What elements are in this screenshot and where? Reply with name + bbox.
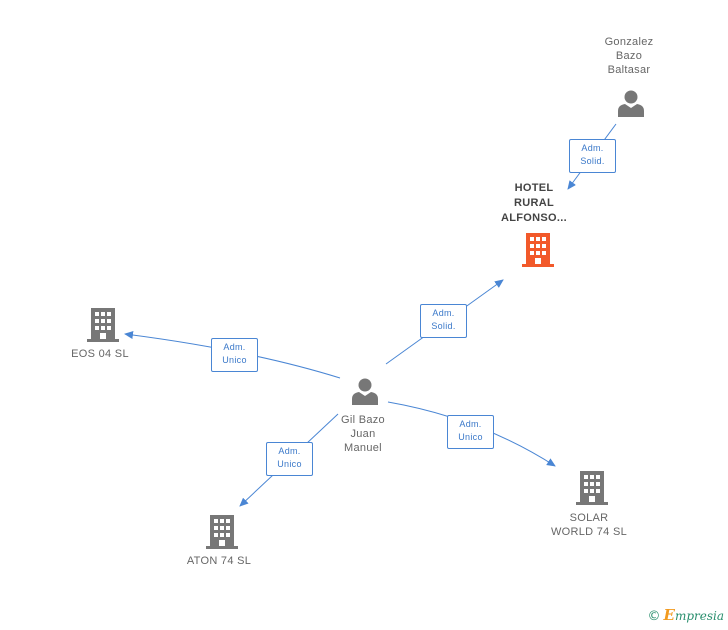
edge-label-gonzalez-hotel: Adm. Solid. [569, 139, 616, 173]
building-icon[interactable] [87, 308, 119, 342]
brand-watermark: ©Empresia [648, 606, 725, 624]
brand-initial: E [663, 606, 675, 624]
node-label-aton: ATON 74 SL [186, 555, 252, 567]
node-label-gonzalez: Gonzalez Bazo Baltasar [604, 36, 654, 76]
node-label-hotel: HOTEL RURAL ALFONSO... [501, 182, 567, 224]
node-label-gil: Gil Bazo Juan Manuel [341, 414, 385, 454]
edge-label-gil-hotel: Adm. Solid. [420, 304, 467, 338]
person-icon[interactable] [617, 89, 645, 117]
node-label-solar: SOLAR WORLD 74 SL [550, 512, 628, 538]
person-icon[interactable] [351, 377, 379, 405]
edge-label-gil-eos: Adm. Unico [211, 338, 258, 372]
copyright-symbol: © [647, 609, 661, 624]
edge-label-gil-solar: Adm. Unico [447, 415, 494, 449]
node-label-eos: EOS 04 SL [71, 348, 129, 360]
building-icon[interactable] [576, 471, 608, 505]
building-icon[interactable] [206, 515, 238, 549]
edge-label-gil-aton: Adm. Unico [266, 442, 313, 476]
building-icon[interactable] [522, 233, 554, 267]
brand-name: mpresia [674, 609, 724, 623]
